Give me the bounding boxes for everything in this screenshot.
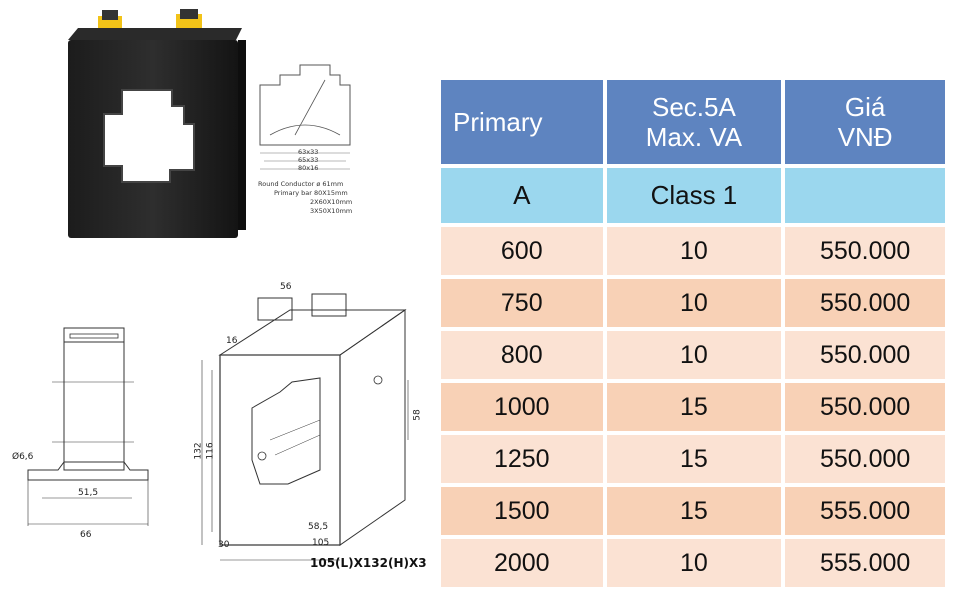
header-sec-text: Sec.5A Max. VA <box>645 92 743 152</box>
cell-primary: 600 <box>441 227 603 275</box>
cell-price: 555.000 <box>785 539 945 587</box>
table-subheader-row: A Class 1 <box>441 168 945 223</box>
iso-dim-132: 132 <box>193 442 204 460</box>
top-note-2: Primary bar 80X15mm <box>274 189 348 197</box>
iso-schematic: 56 16 132 116 58 58,5 105 30 105(L)X132(… <box>180 270 440 580</box>
table-row: 2000 10 555.000 <box>441 539 945 587</box>
cell-price: 550.000 <box>785 435 945 483</box>
cell-price: 550.000 <box>785 279 945 327</box>
cell-va: 10 <box>606 227 782 275</box>
cell-primary: 2000 <box>441 539 603 587</box>
size-caption: 105(L)X132(H)X3 <box>310 556 427 570</box>
iso-dim-top: 56 <box>280 282 292 292</box>
cell-price: 550.000 <box>785 331 945 379</box>
cell-price: 550.000 <box>785 383 945 431</box>
header-price-text: Giá VNĐ <box>837 92 893 152</box>
table-header-row: Primary Sec.5A Max. VA Giá VNĐ <box>441 80 945 164</box>
cell-primary: 800 <box>441 331 603 379</box>
iso-dim-116: 116 <box>205 442 216 460</box>
cell-va: 10 <box>606 539 782 587</box>
header-primary-text: Primary <box>453 107 543 137</box>
side-schematic: Ø6,6 51,5 66 <box>0 318 170 548</box>
iso-dim-105: 105 <box>312 538 330 548</box>
cell-price: 555.000 <box>785 487 945 535</box>
top-schematic: 63x33 65x33 80x16 Round Conductor ø 61mm… <box>250 55 430 235</box>
price-table: Primary Sec.5A Max. VA Giá VNĐ A Class 1… <box>437 76 949 591</box>
cell-primary: 1500 <box>441 487 603 535</box>
cell-primary: 750 <box>441 279 603 327</box>
iso-dim-58: 58 <box>412 409 423 421</box>
cell-va: 10 <box>606 331 782 379</box>
header-primary: Primary <box>441 80 603 164</box>
cell-va: 15 <box>606 383 782 431</box>
table-row: 1500 15 555.000 <box>441 487 945 535</box>
cell-primary: 1000 <box>441 383 603 431</box>
cell-primary: 1250 <box>441 435 603 483</box>
top-dim-1: 63x33 <box>298 148 319 156</box>
side-dim-inner: 51,5 <box>78 488 99 498</box>
table-row: 1000 15 550.000 <box>441 383 945 431</box>
table-row: 1250 15 550.000 <box>441 435 945 483</box>
iso-dim-58-5: 58,5 <box>308 522 329 532</box>
product-photo <box>68 9 246 238</box>
cell-price: 550.000 <box>785 227 945 275</box>
subheader-class: Class 1 <box>606 168 782 223</box>
side-dim-dia: Ø6,6 <box>12 452 34 462</box>
iso-dim-depth-small: 16 <box>226 336 238 346</box>
top-note-3: 2X60X10mm <box>310 198 353 206</box>
header-price: Giá VNĐ <box>785 80 945 164</box>
top-dim-3: 80x16 <box>298 164 319 172</box>
subheader-unit: A <box>441 168 603 223</box>
table-row: 750 10 550.000 <box>441 279 945 327</box>
side-schematic-lines <box>27 327 149 526</box>
table-row: 600 10 550.000 <box>441 227 945 275</box>
iso-schematic-lines <box>201 293 409 561</box>
top-note-4: 3X50X10mm <box>310 207 353 215</box>
cell-va: 15 <box>606 435 782 483</box>
side-dim-outer: 66 <box>80 530 92 540</box>
cell-va: 15 <box>606 487 782 535</box>
table-row: 800 10 550.000 <box>441 331 945 379</box>
subheader-empty <box>785 168 945 223</box>
top-note-1: Round Conductor ø 61mm <box>258 180 344 188</box>
header-sec: Sec.5A Max. VA <box>606 80 782 164</box>
cell-va: 10 <box>606 279 782 327</box>
top-schematic-lines <box>259 64 351 170</box>
iso-dim-30: 30 <box>218 540 230 550</box>
top-dim-2: 65x33 <box>298 156 319 164</box>
